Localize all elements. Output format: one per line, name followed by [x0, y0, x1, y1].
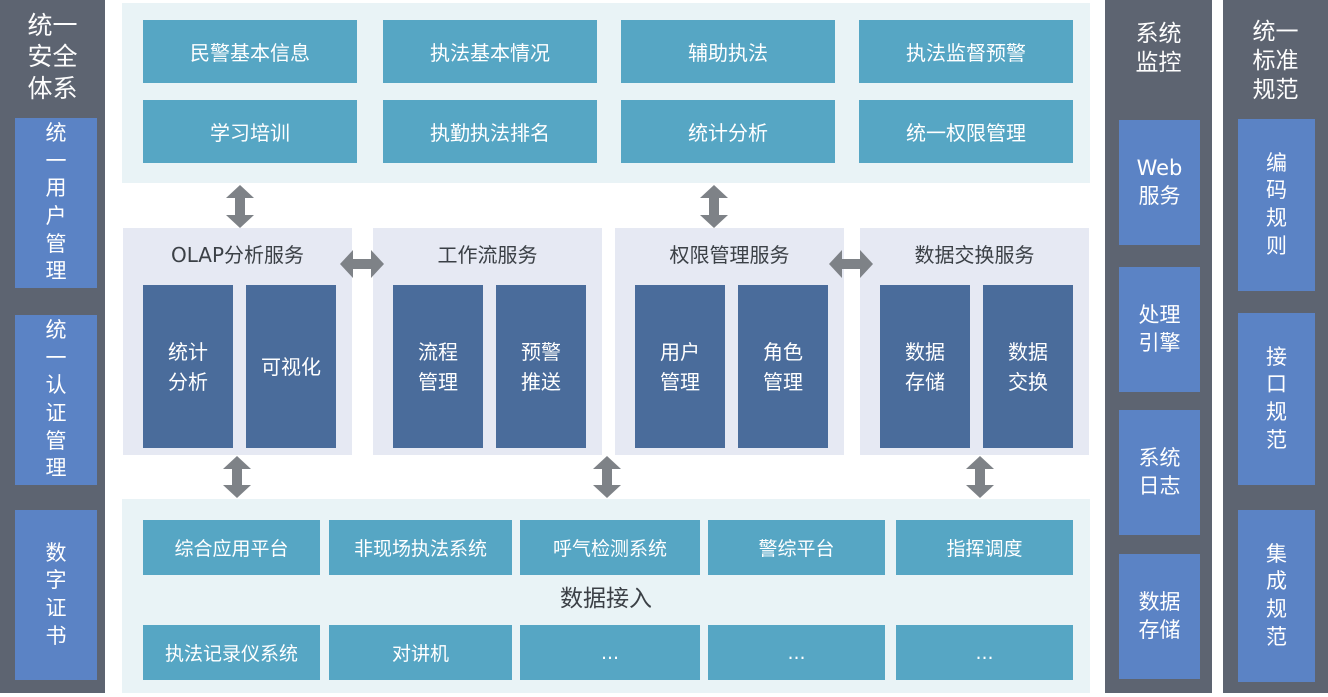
double-arrow-vertical-icon: [966, 456, 994, 498]
security-sidebar-title: 统一 安全 体系: [27, 11, 78, 103]
double-arrow-vertical-icon: [226, 185, 254, 228]
group-title: 数据交换服务: [914, 243, 1035, 267]
data-access-band: 综合应用平台 非现场执法系统 呼气检测系统 警综平台 指挥调度 数据接入 执法记…: [122, 499, 1090, 693]
box-police-basic-info: 民警基本信息: [143, 20, 357, 83]
standards-item-label: 编码规则: [1265, 150, 1287, 258]
standards-sidebar: 统一 标准 规范 编码规则 接口规范 集成规范: [1223, 0, 1328, 693]
box-ellipsis: ...: [520, 625, 700, 680]
sidebar-item-label: 统一认证管理: [45, 317, 67, 481]
double-arrow-vertical-icon: [700, 185, 728, 228]
monitor-item-system-log: 系统 日志: [1119, 410, 1200, 535]
box-breath-test-system: 呼气检测系统: [520, 520, 700, 575]
box-police-comprehensive-platform: 警综平台: [708, 520, 885, 575]
group-title: 工作流服务: [437, 243, 538, 267]
module-user-management: 用户 管理: [635, 285, 725, 448]
group-data-exchange-service: 数据交换服务 数据 存储 数据 交换: [860, 228, 1089, 455]
sidebar-item-unified-auth-management: 统一认证管理: [15, 315, 97, 485]
standards-sidebar-title: 统一 标准 规范: [1252, 19, 1299, 103]
double-arrow-horizontal-icon: [829, 250, 873, 278]
box-supervision-warning: 执法监督预警: [859, 20, 1073, 83]
module-role-management: 角色 管理: [738, 285, 828, 448]
sidebar-item-unified-user-management: 统一用户管理: [15, 118, 97, 288]
standards-item-integration-spec: 集成规范: [1238, 510, 1315, 682]
module-data-storage: 数据 存储: [880, 285, 970, 448]
module-warning-push: 预警 推送: [496, 285, 586, 448]
box-duty-enforcement-ranking: 执勤执法排名: [383, 100, 597, 163]
sidebar-item-label: 数字证书: [45, 540, 67, 648]
box-offsite-enforcement-system: 非现场执法系统: [329, 520, 512, 575]
box-assisted-enforcement: 辅助执法: [621, 20, 835, 83]
double-arrow-vertical-icon: [593, 456, 621, 498]
box-ellipsis: ...: [708, 625, 885, 680]
box-statistical-analysis: 统计分析: [621, 100, 835, 163]
standards-item-label: 集成规范: [1265, 541, 1287, 649]
group-permission-management-service: 权限管理服务 用户 管理 角色 管理: [615, 228, 844, 455]
monitor-item-data-storage: 数据 存储: [1119, 554, 1200, 679]
standards-item-coding-rules: 编码规则: [1238, 119, 1315, 291]
group-title: 权限管理服务: [669, 243, 790, 267]
module-visualization: 可视化: [246, 285, 336, 448]
box-enforcement-basic-info: 执法基本情况: [383, 20, 597, 83]
box-body-camera-system: 执法记录仪系统: [143, 625, 320, 680]
module-statistical-analysis: 统计 分析: [143, 285, 233, 448]
box-unified-permission-management: 统一权限管理: [859, 100, 1073, 163]
sidebar-item-digital-certificate: 数字证书: [15, 510, 97, 680]
monitor-item-web-service: Web 服务: [1119, 120, 1200, 245]
application-band: 民警基本信息 执法基本情况 辅助执法 执法监督预警 学习培训 执勤执法排名 统计…: [122, 3, 1090, 183]
group-title: OLAP分析服务: [170, 243, 305, 267]
box-ellipsis: ...: [896, 625, 1073, 680]
sidebar-item-label: 统一用户管理: [45, 120, 67, 284]
monitor-item-process-engine: 处理 引擎: [1119, 267, 1200, 392]
group-olap-analysis-service: OLAP分析服务 统计 分析 可视化: [123, 228, 352, 455]
standards-item-interface-spec: 接口规范: [1238, 313, 1315, 485]
security-sidebar: 统一 安全 体系 统一用户管理 统一认证管理 数字证书: [0, 0, 105, 693]
box-command-dispatch: 指挥调度: [896, 520, 1073, 575]
group-workflow-service: 工作流服务 流程 管理 预警 推送: [373, 228, 602, 455]
data-access-label: 数据接入: [560, 586, 652, 612]
module-data-exchange: 数据 交换: [983, 285, 1073, 448]
box-integrated-application-platform: 综合应用平台: [143, 520, 320, 575]
double-arrow-vertical-icon: [223, 456, 251, 498]
standards-item-label: 接口规范: [1265, 344, 1287, 452]
box-learning-training: 学习培训: [143, 100, 357, 163]
system-monitor-sidebar: 系统 监控 Web 服务 处理 引擎 系统 日志 数据 存储: [1105, 0, 1212, 693]
module-process-management: 流程 管理: [393, 285, 483, 448]
box-walkie-talkie: 对讲机: [329, 625, 512, 680]
double-arrow-horizontal-icon: [340, 250, 384, 278]
system-monitor-title: 系统 监控: [1135, 21, 1182, 76]
